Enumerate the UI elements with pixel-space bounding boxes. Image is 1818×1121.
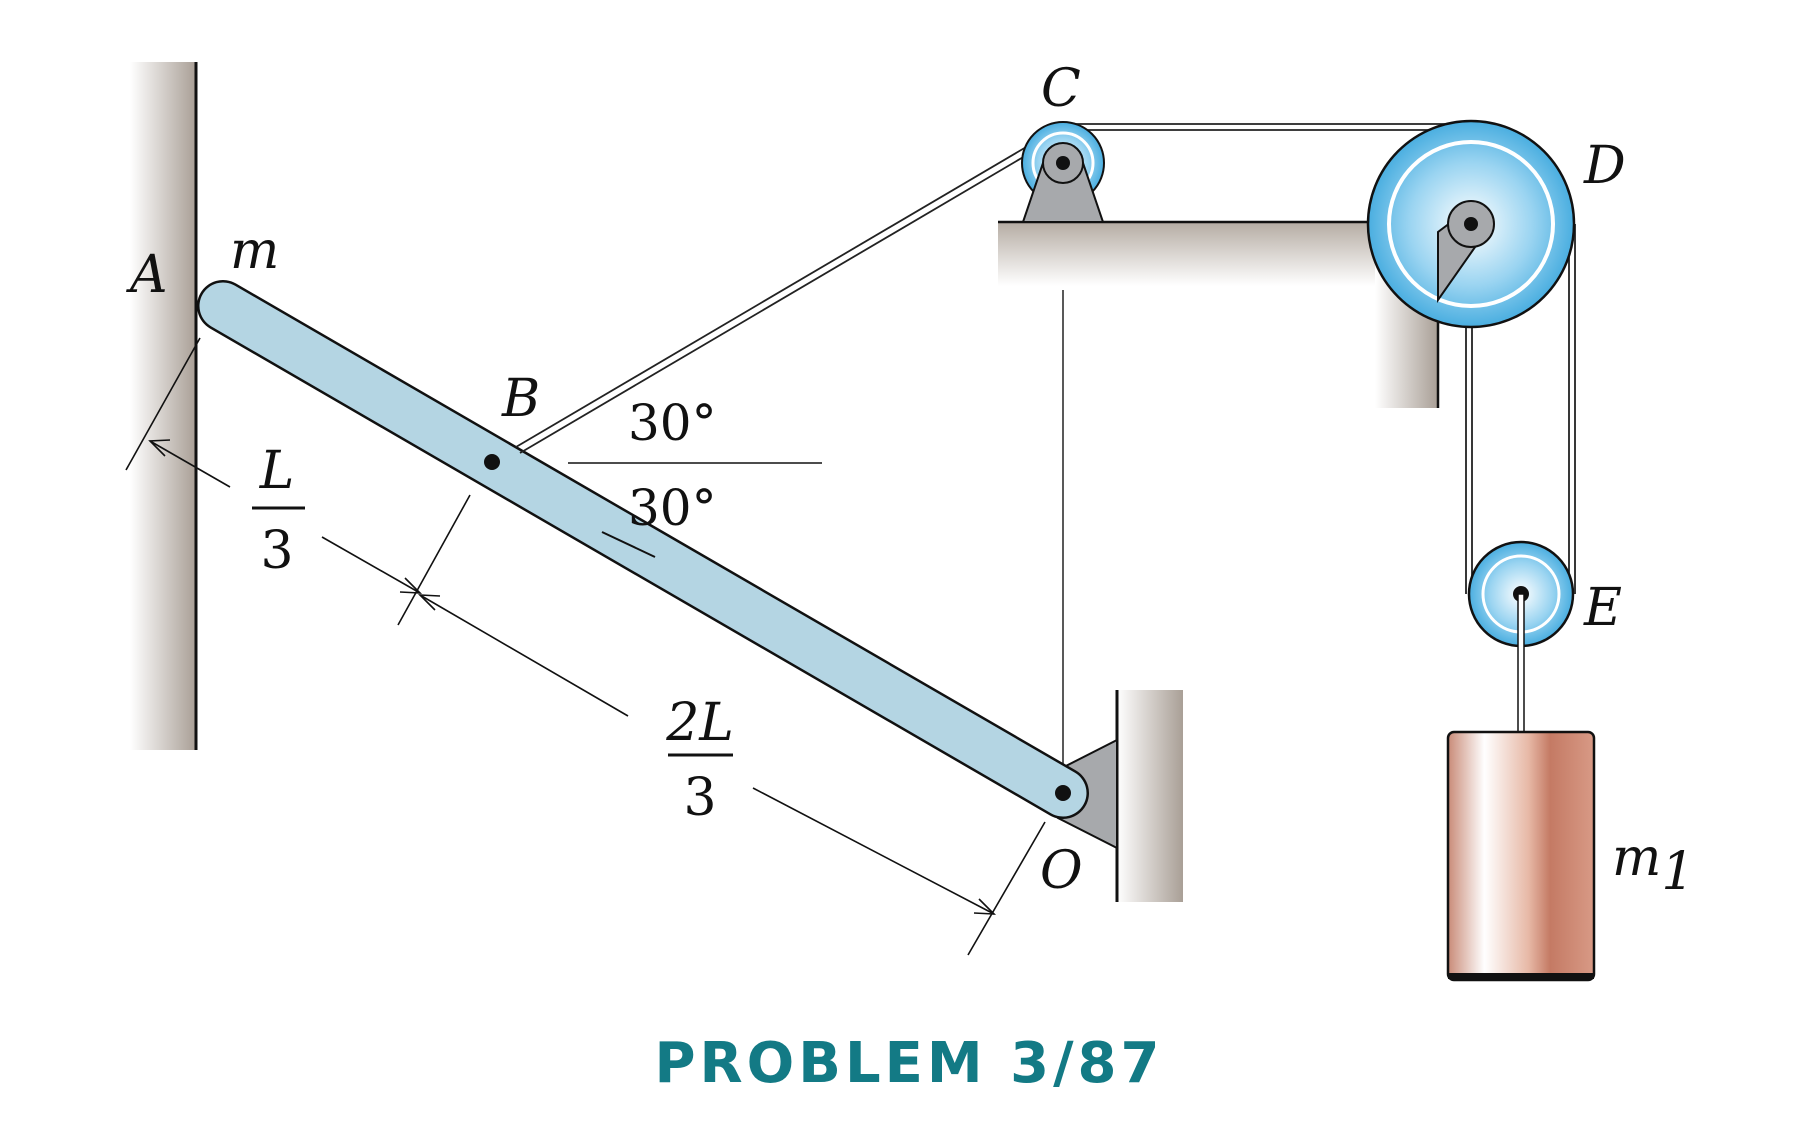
pulley-d: [1366, 119, 1576, 329]
dimension-2l-over-3: [417, 594, 1046, 956]
label-o: O: [1040, 841, 1083, 901]
label-e: E: [1583, 578, 1622, 638]
pin-b: [484, 454, 500, 470]
pulley-c: [1021, 121, 1105, 223]
pin-o: [1055, 785, 1071, 801]
angle-bar-tick: [601, 531, 656, 558]
label-m1-subscript: 1: [1661, 842, 1694, 902]
dimension-l-over-3: [125, 337, 471, 626]
hanger-rod: [1517, 593, 1525, 733]
label-d: D: [1583, 136, 1626, 196]
label-a: A: [126, 245, 168, 305]
bar-ao: [197, 280, 1089, 819]
fraction-l-over-3: L 3: [252, 441, 305, 581]
label-m1: m1: [1612, 828, 1694, 902]
fraction1-numerator: L: [259, 441, 295, 501]
angle-label-lower: 30°: [628, 479, 717, 537]
fraction1-denominator: 3: [260, 521, 293, 581]
fraction2-numerator: 2L: [665, 693, 734, 753]
label-m: m: [230, 221, 279, 281]
right-wall: [1115, 690, 1183, 902]
mass-m1: [1446, 730, 1596, 982]
fraction2-denominator: 3: [683, 768, 716, 828]
fraction-2l-over-3: 2L 3: [665, 693, 734, 828]
angle-label-upper: 30°: [628, 394, 717, 452]
label-m1-base: m: [1612, 828, 1661, 888]
left-wall: [130, 62, 198, 750]
label-b: B: [501, 369, 540, 429]
rope-b-to-c: [515, 142, 1034, 448]
problem-caption: PROBLEM 3/87: [655, 1031, 1164, 1096]
label-c: C: [1041, 59, 1081, 119]
